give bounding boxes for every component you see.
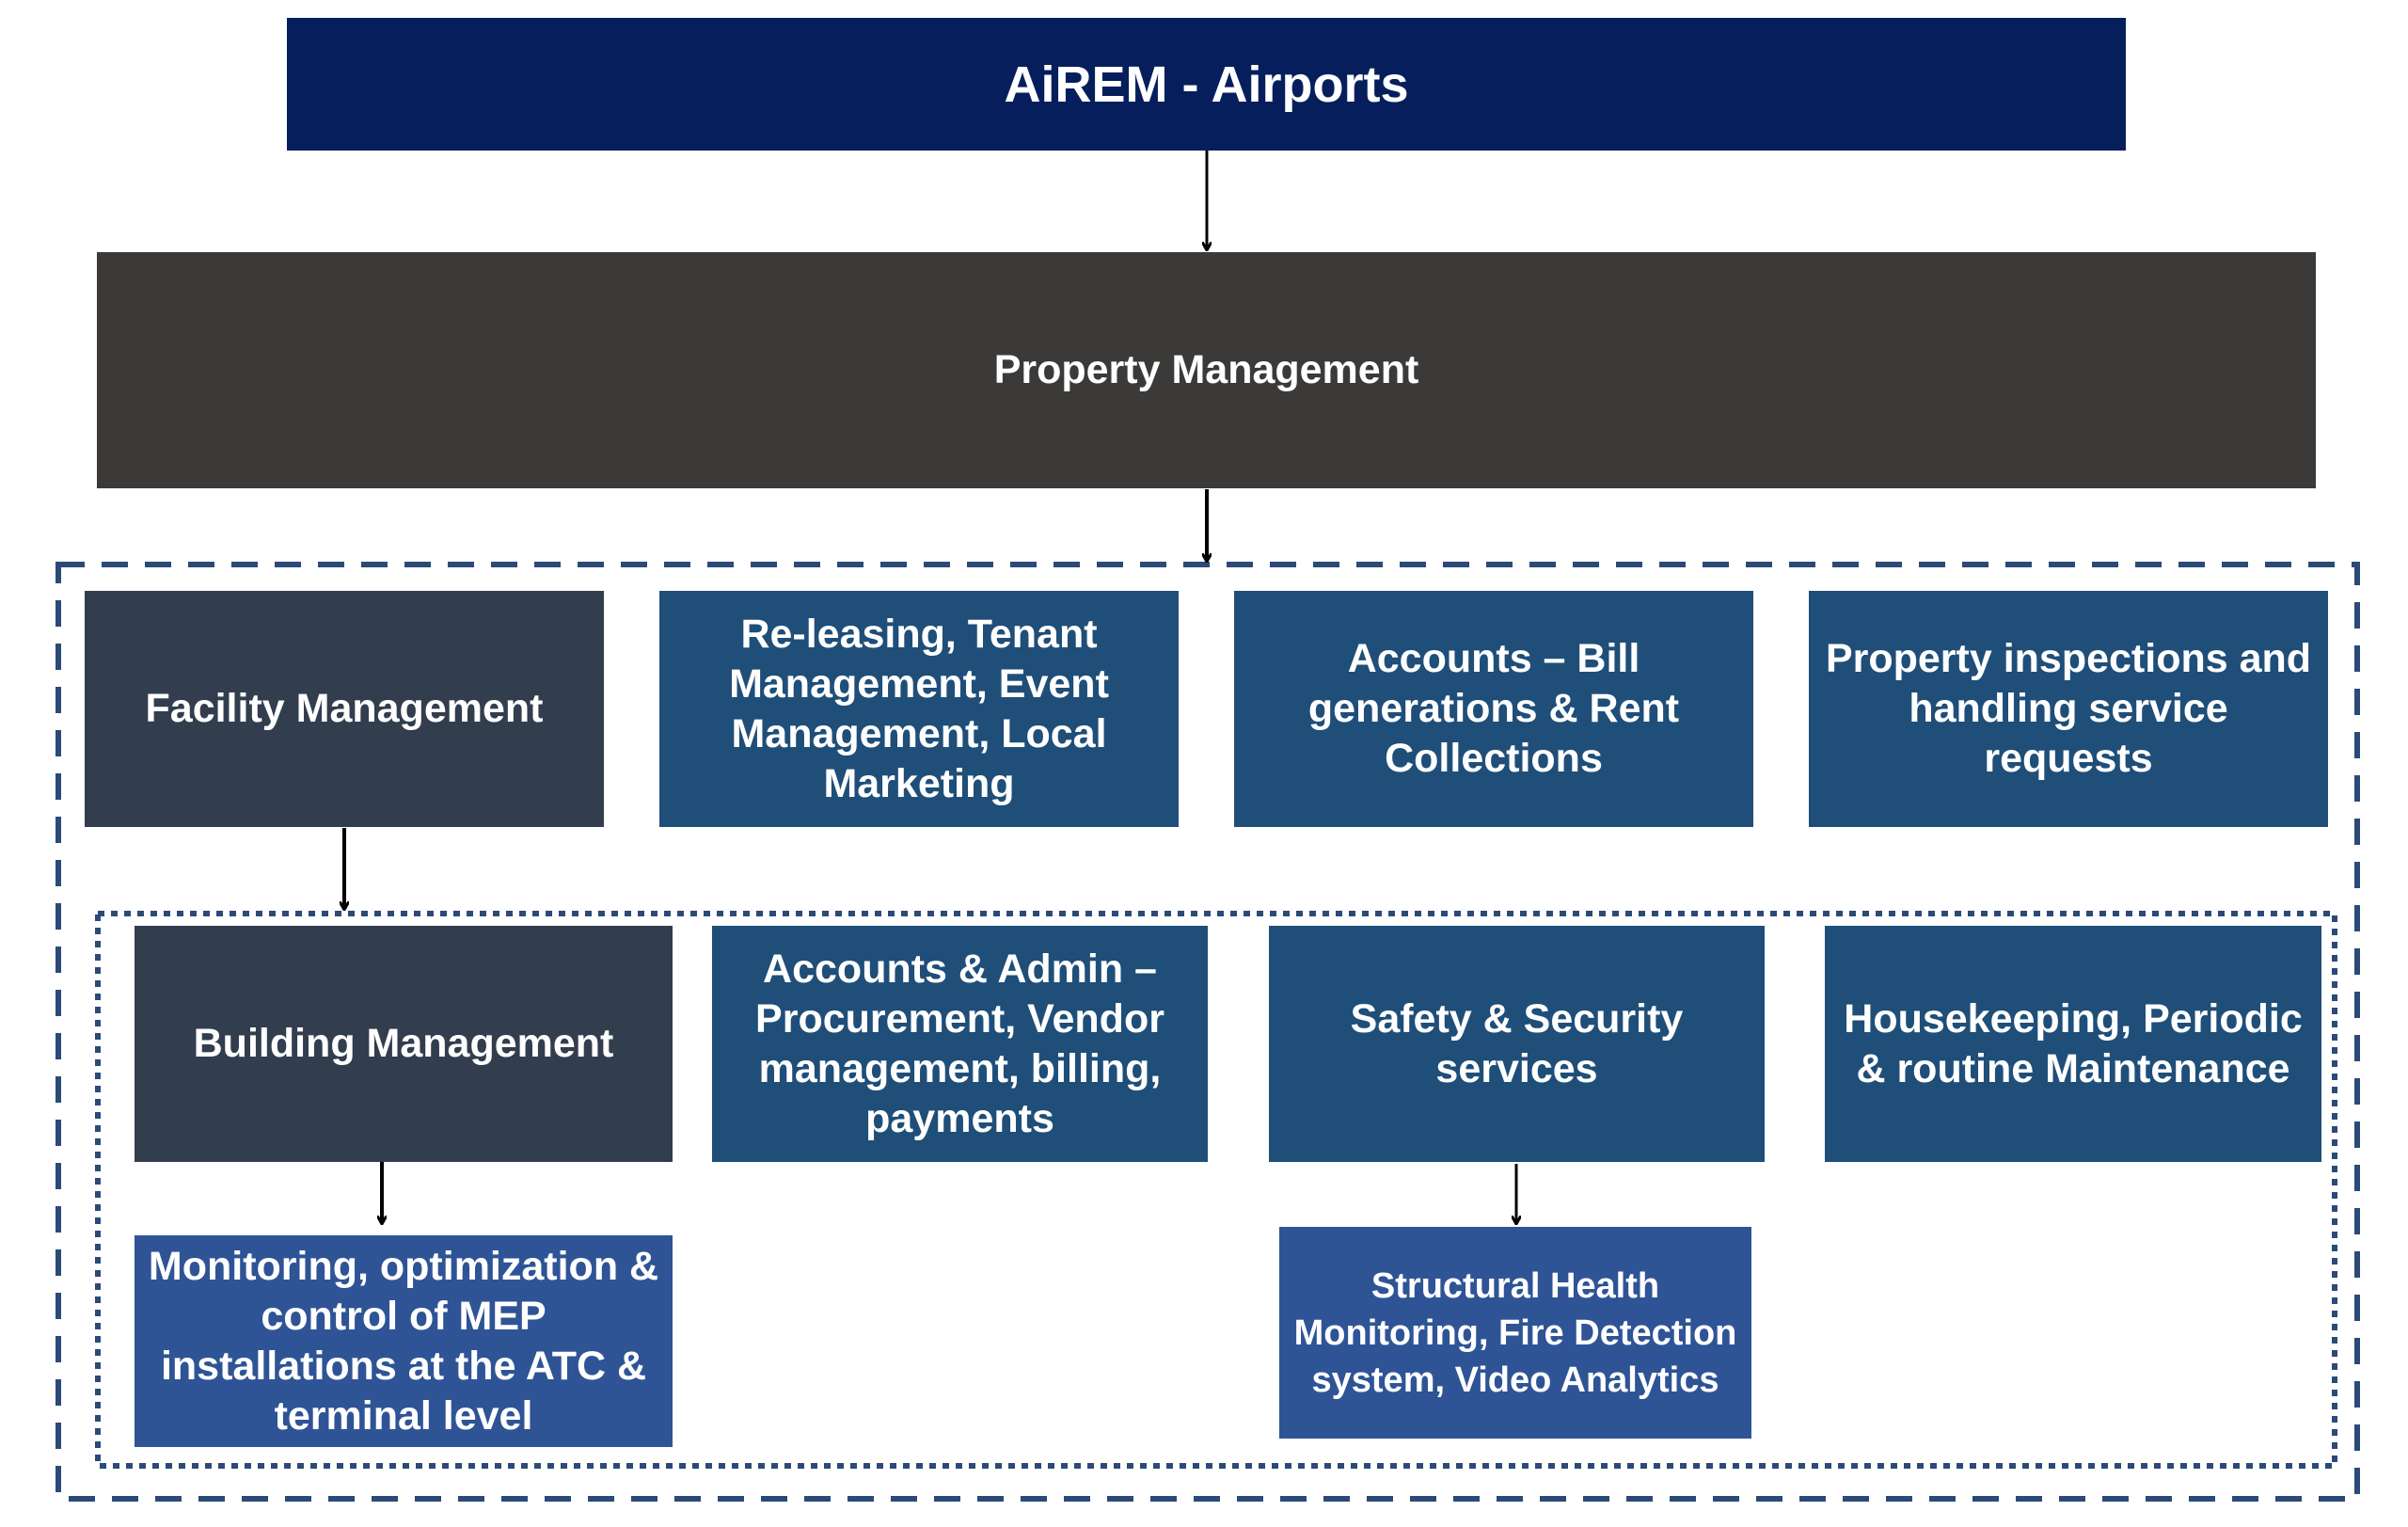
housekeeping-node: Housekeeping, Periodic & routine Mainten… [1825,926,2321,1162]
monitoring-mep-label: Monitoring, optimization & control of ME… [148,1243,659,1439]
accounts-admin-node: Accounts & Admin – Procurement, Vendor m… [712,926,1208,1162]
monitoring-mep-node: Monitoring, optimization & control of ME… [135,1235,673,1447]
facility-management-label: Facility Management [145,686,544,731]
releasing-tenant-node: Re-leasing, Tenant Management, Event Man… [659,591,1179,827]
property-management-label: Property Management [993,347,1419,392]
accounts-bill-label: Accounts – Bill generations & Rent Colle… [1307,636,1680,781]
root-node-label: AiREM - Airports [1004,56,1409,113]
outer-dashed-group [55,562,2360,1502]
root-node: AiREM - Airports [287,18,2126,151]
structural-health-label: Structural Health Monitoring, Fire Detec… [1293,1265,1737,1400]
property-management-node: Property Management [97,252,2316,488]
structural-health-node: Structural Health Monitoring, Fire Detec… [1279,1227,1751,1439]
facility-management-node: Facility Management [85,591,604,827]
building-management-label: Building Management [193,1021,614,1066]
accounts-bill-node: Accounts – Bill generations & Rent Colle… [1234,591,1753,827]
property-inspections-label: Property inspections and handling servic… [1825,636,2312,781]
housekeeping-label: Housekeeping, Periodic & routine Mainten… [1844,995,2303,1091]
building-management-node: Building Management [135,926,673,1162]
releasing-tenant-label: Re-leasing, Tenant Management, Event Man… [729,611,1109,806]
accounts-admin-label: Accounts & Admin – Procurement, Vendor m… [755,946,1164,1141]
safety-security-node: Safety & Security services [1269,926,1765,1162]
safety-security-label: Safety & Security services [1350,995,1684,1091]
property-inspections-node: Property inspections and handling servic… [1809,591,2328,827]
